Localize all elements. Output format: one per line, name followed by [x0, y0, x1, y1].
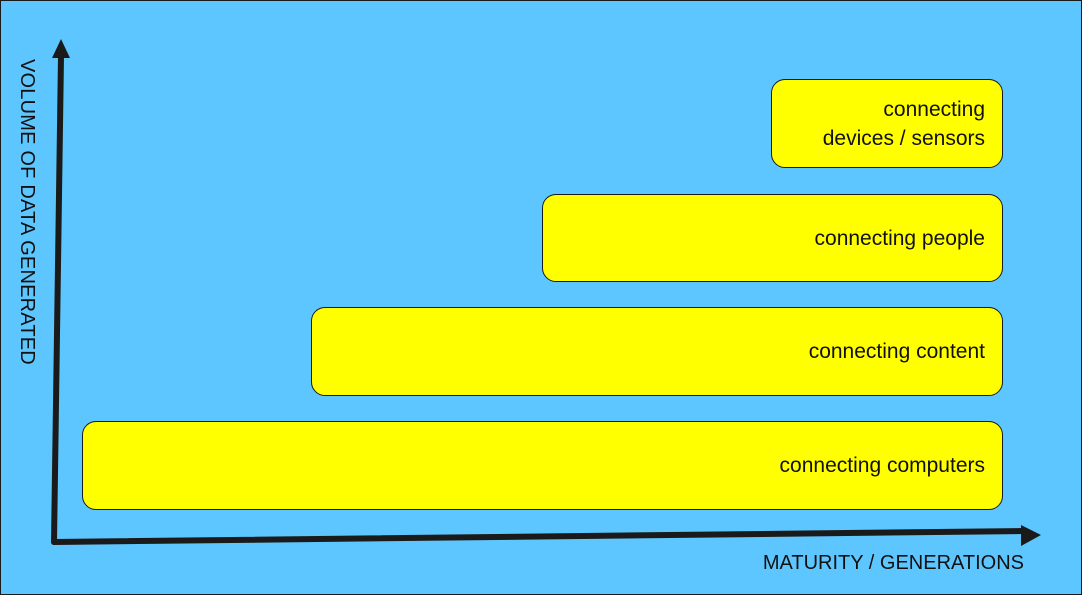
x-axis-line: [51, 528, 1026, 545]
y-axis-label: VOLUME OF DATA GENERATED: [16, 59, 38, 365]
stage-people: connecting people: [542, 194, 1003, 282]
stage-devices-sensors: connecting devices / sensors: [771, 79, 1003, 168]
x-axis-arrowhead: [1021, 525, 1041, 546]
x-axis-label: MATURITY / GENERATIONS: [762, 552, 1024, 574]
y-axis-arrowhead: [52, 39, 70, 58]
stage-content: connecting content: [311, 307, 1003, 396]
stage-computers: connecting computers: [82, 421, 1003, 510]
y-axis-line: [51, 53, 64, 545]
